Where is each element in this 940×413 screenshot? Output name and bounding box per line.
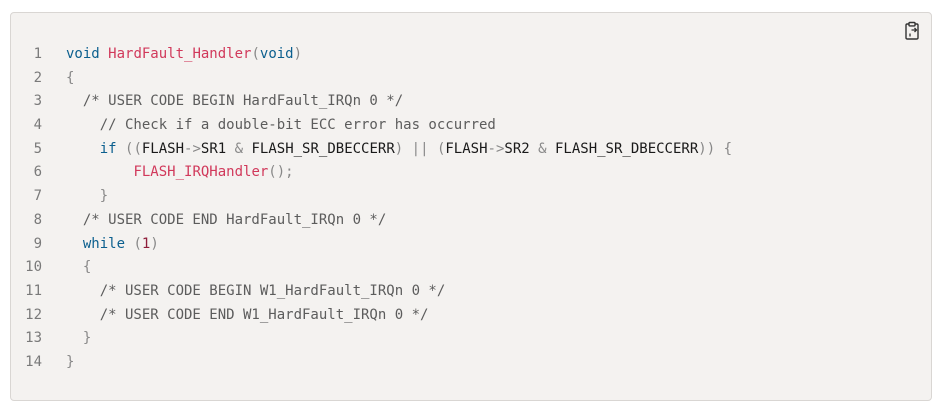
- line-source: /* USER CODE BEGIN W1_HardFault_IRQn 0 *…: [42, 280, 446, 304]
- code-line: 10 {: [11, 256, 931, 280]
- code-token: FLASH: [141, 140, 185, 157]
- code-token: HardFault_Handler: [108, 46, 252, 62]
- code-token: (: [436, 140, 446, 157]
- line-source: while (1): [42, 233, 159, 257]
- line-source: // Check if a double-bit ECC error has o…: [42, 114, 496, 138]
- line-number: 9: [33, 235, 42, 252]
- code-token: }: [66, 353, 75, 370]
- code-line: 4 // Check if a double-bit ECC error has…: [11, 114, 931, 138]
- code-token: FLASH_SR_DBECCERR: [546, 140, 699, 157]
- line-source: /* USER CODE END W1_HardFault_IRQn 0 */: [42, 304, 429, 328]
- code-line: 14}: [11, 351, 931, 375]
- line-source: {: [42, 256, 91, 280]
- code-token: 1: [141, 235, 151, 252]
- code-token: SR1: [200, 140, 235, 157]
- code-token: FLASH: [445, 140, 488, 157]
- line-source: }: [42, 185, 108, 209]
- code-token: &: [538, 140, 547, 157]
- code-token: /* USER CODE END W1_HardFault_IRQn 0 */: [66, 306, 429, 323]
- line-source: if ((FLASH->SR1 & FLASH_SR_DBECCERR) || …: [42, 138, 732, 162]
- code-line: 11 /* USER CODE BEGIN W1_HardFault_IRQn …: [11, 280, 931, 304]
- code-token: void: [259, 46, 294, 62]
- code-line: 2{: [11, 67, 931, 91]
- code-token: [403, 141, 411, 157]
- clipboard-copy-icon: [902, 21, 922, 44]
- code-token: while: [82, 235, 126, 252]
- code-token: SR2: [504, 140, 539, 157]
- code-token: void: [66, 46, 100, 62]
- code-token: )): [698, 140, 716, 157]
- line-number: 5: [33, 140, 42, 157]
- line-source: /* USER CODE END HardFault_IRQn 0 */: [42, 209, 386, 233]
- code-token: (: [133, 235, 142, 252]
- code-token: }: [99, 188, 109, 205]
- code-token: ((: [125, 140, 142, 157]
- code-token: [429, 141, 437, 157]
- line-number: 12: [25, 306, 42, 323]
- code-token: [66, 259, 83, 275]
- line-source: FLASH_IRQHandler();: [42, 161, 294, 185]
- code-line: 13 }: [11, 327, 931, 351]
- line-number: 10: [25, 259, 42, 276]
- line-number: 7: [33, 188, 42, 205]
- code-line: 3 /* USER CODE BEGIN HardFault_IRQn 0 */: [11, 90, 931, 114]
- line-number: 14: [25, 353, 42, 370]
- copy-button[interactable]: [901, 21, 923, 43]
- code-token: [66, 330, 83, 346]
- code-line: 5 if ((FLASH->SR1 & FLASH_SR_DBECCERR) |…: [11, 138, 931, 162]
- code-token: /* USER CODE BEGIN W1_HardFault_IRQn 0 *…: [66, 282, 446, 299]
- code-token: &: [234, 140, 244, 157]
- code-line: 8 /* USER CODE END HardFault_IRQn 0 */: [11, 209, 931, 233]
- code-token: [66, 236, 83, 252]
- code-token: [66, 188, 100, 204]
- code-token: [117, 141, 125, 157]
- code-token: FLASH_SR_DBECCERR: [243, 140, 395, 157]
- code-token: (: [251, 46, 260, 62]
- code-token: {: [66, 69, 75, 86]
- code-line: 12 /* USER CODE END W1_HardFault_IRQn 0 …: [11, 304, 931, 328]
- code-token: ): [150, 235, 159, 252]
- code-token: }: [82, 330, 92, 347]
- code-token: [66, 164, 133, 180]
- code-token: ->: [184, 140, 201, 157]
- line-source: void HardFault_Handler(void): [42, 43, 302, 67]
- code-token: {: [723, 140, 732, 157]
- code-token: ();: [268, 164, 294, 181]
- code-token: ||: [411, 140, 429, 157]
- code-line: 9 while (1): [11, 233, 931, 257]
- code-line: 6 FLASH_IRQHandler();: [11, 161, 931, 185]
- line-number: 11: [25, 282, 42, 299]
- code-token: {: [82, 259, 92, 276]
- line-number: 13: [25, 330, 42, 347]
- line-number: 8: [33, 211, 42, 228]
- line-source: /* USER CODE BEGIN HardFault_IRQn 0 */: [42, 90, 403, 114]
- line-number: 2: [33, 69, 42, 86]
- code-token: // Check if a double-bit ECC error has o…: [66, 117, 496, 134]
- line-number: 4: [33, 117, 42, 134]
- code-token: FLASH_IRQHandler: [133, 164, 269, 181]
- code-token: ->: [487, 140, 505, 157]
- code-token: if: [99, 140, 117, 157]
- code-token: [66, 141, 100, 157]
- code-token: ): [394, 140, 404, 157]
- code-token: /* USER CODE END HardFault_IRQn 0 */: [66, 211, 387, 228]
- line-number: 1: [33, 46, 42, 62]
- code-token: [715, 141, 723, 157]
- code-token: /* USER CODE BEGIN HardFault_IRQn 0 */: [66, 93, 404, 110]
- code-line: 7 }: [11, 185, 931, 209]
- code-token: [100, 46, 108, 62]
- code-token: ): [293, 46, 303, 62]
- line-source: {: [42, 67, 74, 91]
- line-number: 6: [33, 164, 42, 181]
- line-source: }: [42, 351, 74, 375]
- line-source: }: [42, 327, 91, 351]
- line-number: 3: [33, 93, 42, 110]
